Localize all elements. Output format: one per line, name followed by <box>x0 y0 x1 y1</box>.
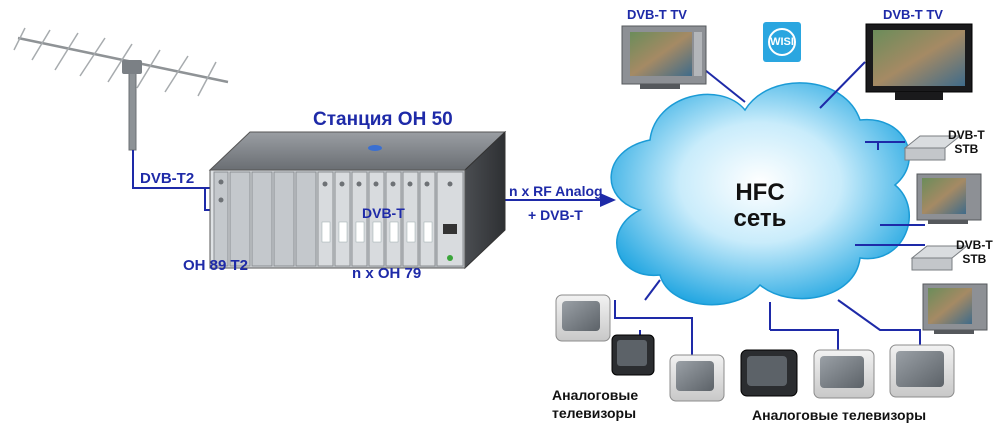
network-label-line1: HFC <box>735 179 785 206</box>
stb-2-tv <box>922 283 988 334</box>
dvb-t-tv-left <box>621 25 707 89</box>
analog-tv-left-2 <box>611 334 655 376</box>
stb-1-tv <box>916 173 982 224</box>
stb-1-label-line2: STB <box>954 142 979 156</box>
wisi-logo: WISI <box>763 22 801 62</box>
tv-label-top-left: DVB-T TV <box>627 7 687 22</box>
output-arrow <box>600 193 616 207</box>
cloud-connectors <box>614 61 925 356</box>
stb-2-label-line1: DVB-T <box>956 238 993 252</box>
analog-tvs-left-line1: Аналоговые <box>552 387 639 403</box>
station-title: Станция OH 50 <box>313 109 453 130</box>
network-label-line2: сеть <box>733 205 787 232</box>
tv-label-top-right: DVB-T TV <box>883 7 943 22</box>
headend-station <box>208 130 507 270</box>
output-signal-label-1: n x RF Analog <box>509 183 603 199</box>
modulator-modules-label: n x OH 79 <box>352 265 422 282</box>
dvb-t-tv-right <box>865 23 973 100</box>
stb-2-label: DVB-T STB <box>956 238 993 266</box>
internal-signal-label: DVB-T <box>362 205 405 221</box>
analog-tvs-left-label: Аналоговые телевизоры <box>552 386 638 422</box>
stb-2 <box>910 245 969 271</box>
antenna-signal-label: DVB-T2 <box>140 170 195 187</box>
hfc-cloud <box>610 82 911 306</box>
receiver-module-label: OH 89 T2 <box>183 257 249 274</box>
output-signal-label-2: + DVB-T <box>528 207 583 223</box>
analog-tv-left-1 <box>555 294 611 342</box>
stb-1-label-line1: DVB-T <box>948 128 985 142</box>
stb-1-label: DVB-T STB <box>948 128 985 156</box>
analog-tv-right-3 <box>889 344 955 398</box>
stb-1 <box>903 135 962 161</box>
antenna <box>13 27 229 151</box>
analog-tv-right-2 <box>813 349 875 399</box>
analog-tvs-left-line2: телевизоры <box>552 405 637 421</box>
analog-tv-left-3 <box>669 354 725 402</box>
analog-tvs-right-label: Аналоговые телевизоры <box>752 407 927 423</box>
wisi-logo-text: WISI <box>768 28 796 56</box>
network-label: HFC сеть <box>680 180 840 232</box>
analog-tv-right-1 <box>740 349 798 397</box>
stb-2-label-line2: STB <box>962 252 987 266</box>
